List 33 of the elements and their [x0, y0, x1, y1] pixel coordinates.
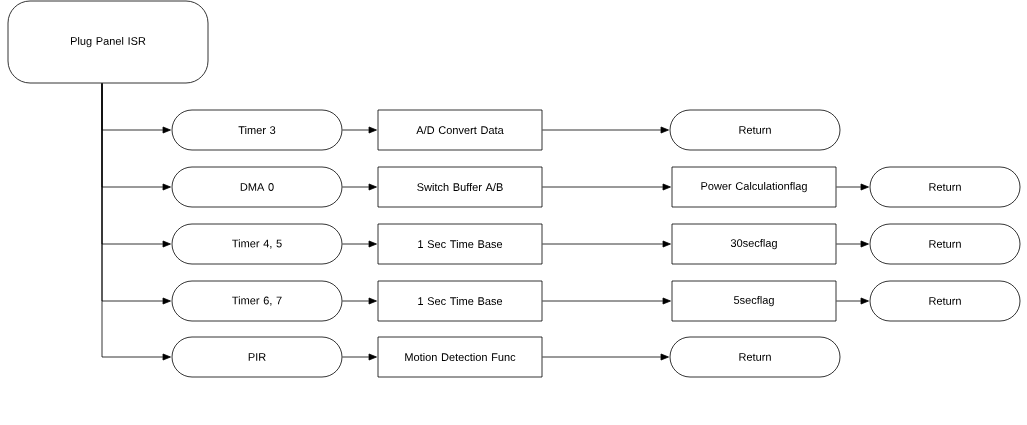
process-box: 30secflag	[671, 223, 837, 265]
arrow	[542, 297, 671, 305]
terminal-box: Return	[869, 166, 1021, 208]
terminal-box: Return	[669, 109, 841, 151]
process-box: A/D Convert Data	[377, 109, 543, 151]
process-box: Power Calculationflag	[671, 166, 837, 208]
process-box: 1 Sec Time Base	[377, 223, 543, 265]
arrow	[342, 240, 377, 248]
process-box: 1 Sec Time Base	[377, 280, 543, 322]
arrow	[342, 353, 377, 361]
terminal-box: Return	[869, 280, 1021, 322]
terminal-box: PIR	[171, 336, 343, 378]
terminal-box: Return	[669, 336, 841, 378]
arrow	[836, 183, 869, 191]
arrow	[542, 183, 671, 191]
terminal-box: Timer 6, 7	[171, 280, 343, 322]
terminal-box: Plug Panel ISR	[7, 0, 209, 84]
arrow	[342, 126, 377, 134]
terminal-box: Timer 4, 5	[171, 223, 343, 265]
arrow	[342, 183, 377, 191]
arrow	[836, 240, 869, 248]
arrow	[101, 83, 171, 361]
process-box: Switch Buffer A/B	[377, 166, 543, 208]
arrow	[542, 126, 669, 134]
arrow	[542, 240, 671, 248]
terminal-box: Timer 3	[171, 109, 343, 151]
arrow	[542, 353, 669, 361]
process-box: 5secflag	[671, 280, 837, 322]
arrow	[342, 297, 377, 305]
terminal-box: DMA 0	[171, 166, 343, 208]
process-box: Motion Detection Func	[377, 336, 543, 378]
arrow	[836, 297, 869, 305]
terminal-box: Return	[869, 223, 1021, 265]
